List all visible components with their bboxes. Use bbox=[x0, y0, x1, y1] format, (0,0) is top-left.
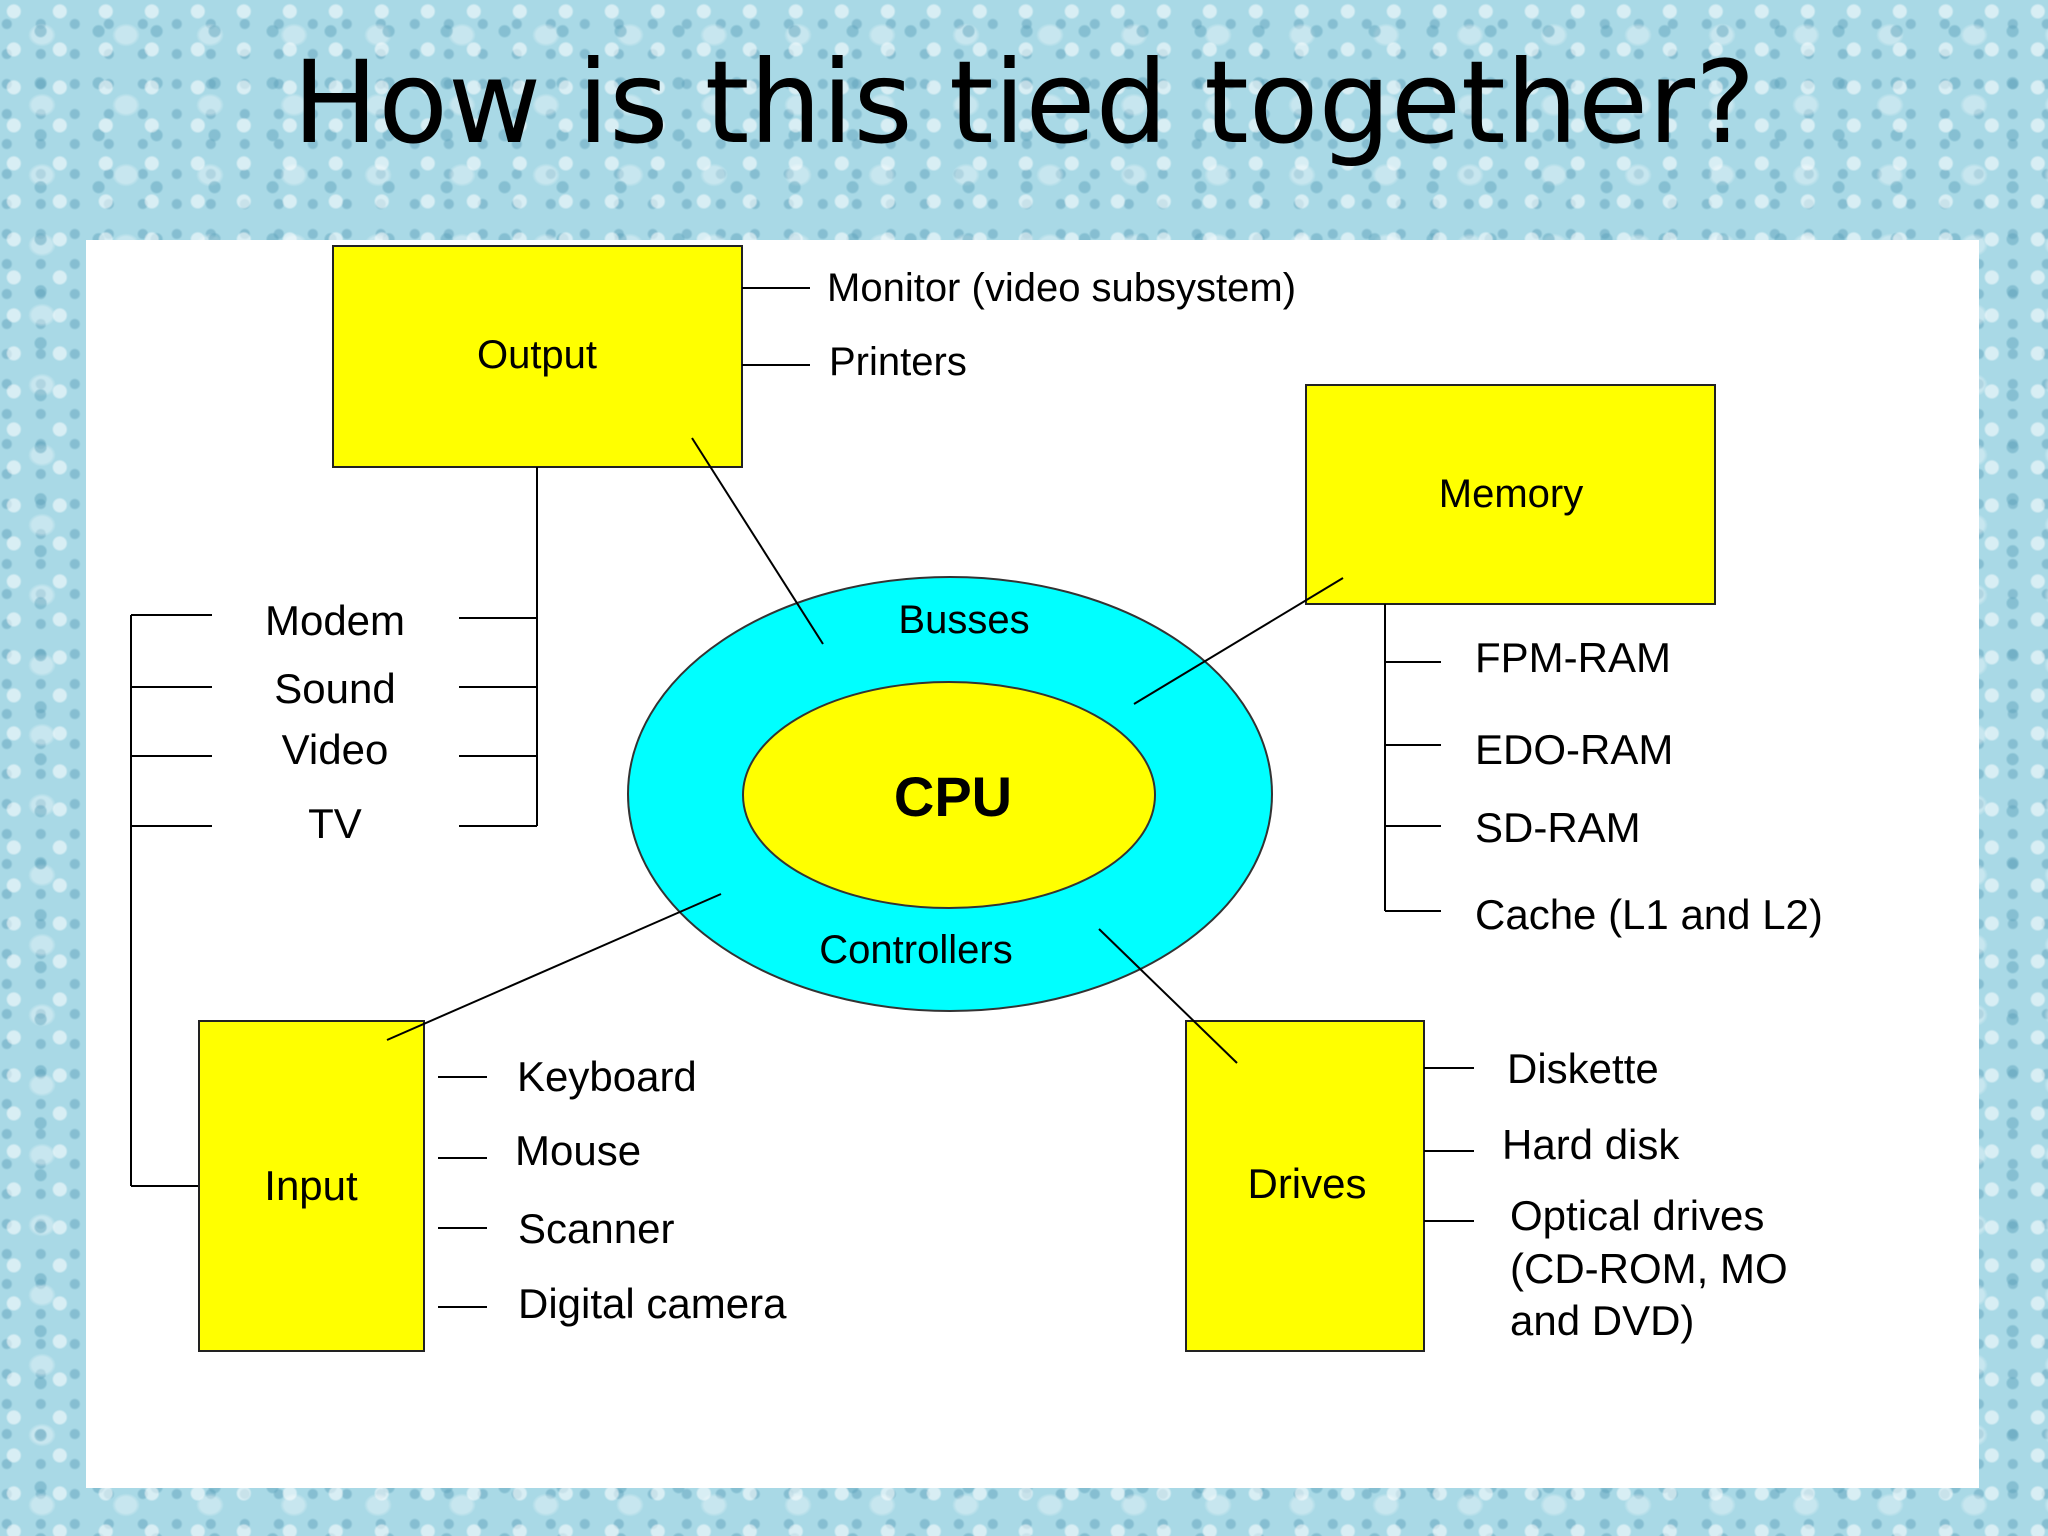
computer-architecture-diagram: CPU Busses Controllers Output Monitor (v… bbox=[130, 245, 1823, 1352]
slide-title: How is this tied together? bbox=[292, 36, 1756, 169]
cpu-core bbox=[742, 681, 1156, 909]
drives-item: Hard disk bbox=[1502, 1121, 1680, 1168]
output-item: Monitor (video subsystem) bbox=[827, 266, 1296, 310]
memory-box bbox=[1305, 384, 1716, 605]
input-box bbox=[198, 1020, 425, 1352]
memory-item: FPM-RAM bbox=[1475, 634, 1671, 681]
input-item: Scanner bbox=[518, 1205, 674, 1252]
controllers-label: Controllers bbox=[819, 928, 1012, 972]
busses-label: Busses bbox=[898, 598, 1029, 642]
input-label: Input bbox=[264, 1162, 358, 1209]
io-card-item: Sound bbox=[274, 665, 395, 712]
input-item: Digital camera bbox=[518, 1280, 787, 1327]
memory-item: SD-RAM bbox=[1475, 804, 1641, 851]
cpu-label: CPU bbox=[894, 765, 1012, 828]
input-item: Keyboard bbox=[517, 1053, 697, 1100]
output-item: Printers bbox=[829, 340, 967, 384]
output-label: Output bbox=[477, 333, 597, 377]
drives-label: Drives bbox=[1247, 1160, 1366, 1207]
optical-drives-line: and DVD) bbox=[1510, 1297, 1694, 1344]
optical-drives-line: Optical drives bbox=[1510, 1192, 1764, 1239]
diagram-panel: CPU Busses Controllers Output Monitor (v… bbox=[86, 240, 1979, 1488]
drives-box bbox=[1185, 1020, 1425, 1352]
io-card-item: Modem bbox=[265, 597, 405, 644]
memory-item: EDO-RAM bbox=[1475, 726, 1673, 773]
drives-item: Diskette bbox=[1507, 1045, 1659, 1092]
memory-item: Cache (L1 and L2) bbox=[1475, 891, 1823, 938]
optical-drives-line: (CD-ROM, MO bbox=[1510, 1245, 1788, 1292]
memory-label: Memory bbox=[1439, 472, 1583, 516]
io-card-item: Video bbox=[282, 726, 389, 773]
io-card-item: TV bbox=[308, 800, 362, 847]
input-item: Mouse bbox=[515, 1127, 641, 1174]
